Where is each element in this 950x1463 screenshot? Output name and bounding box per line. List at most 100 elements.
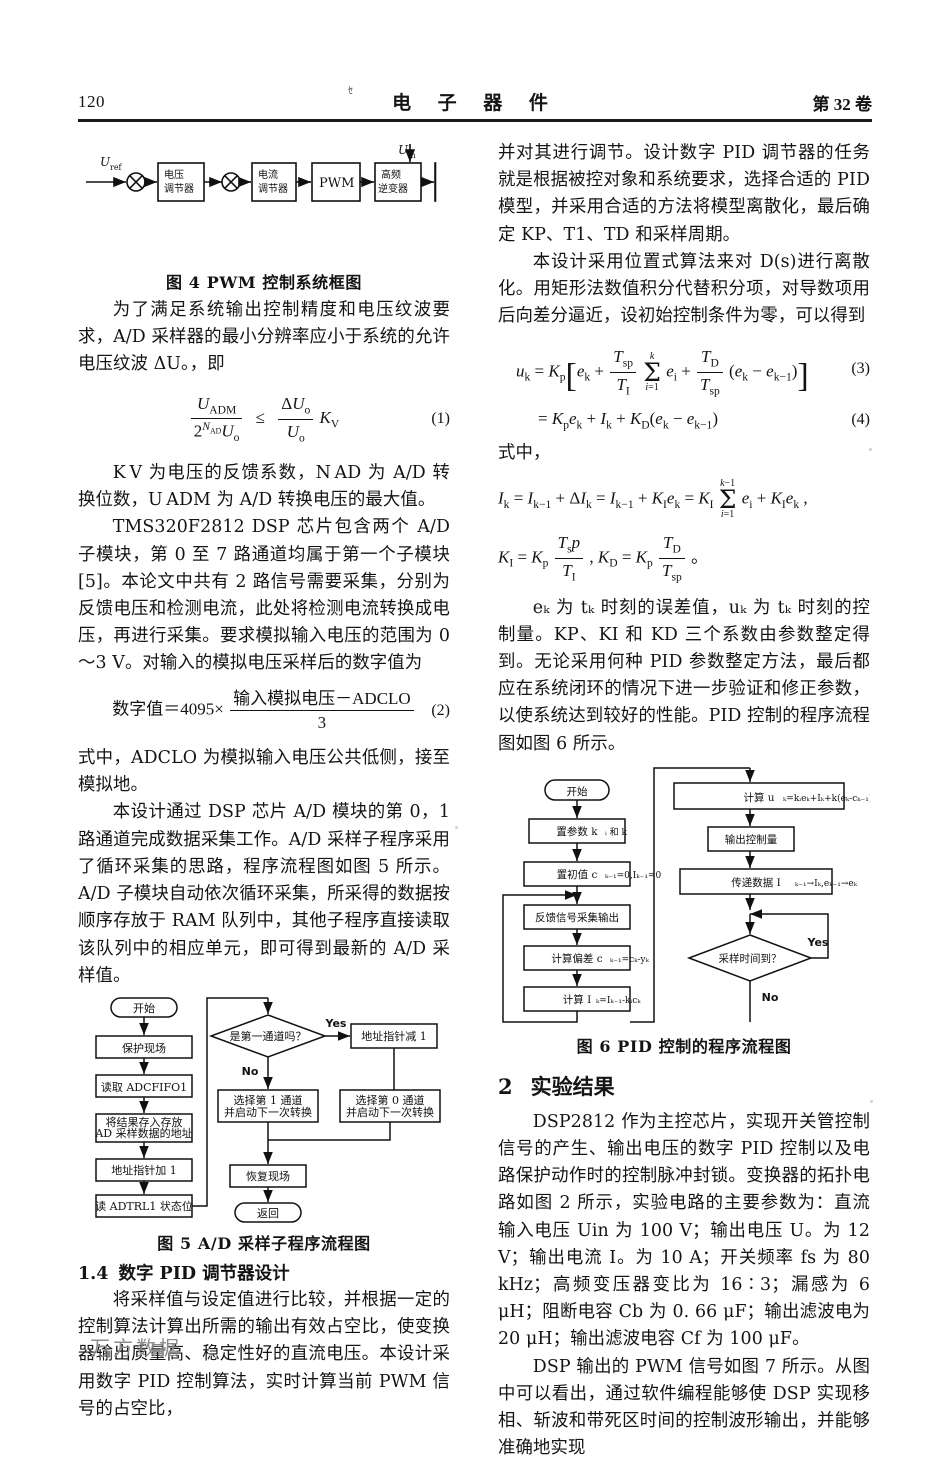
page-header: ｾ 120 电 子 器 件 第 32 卷 bbox=[78, 86, 873, 122]
svg-text:开始: 开始 bbox=[567, 785, 588, 798]
svg-text:ref: ref bbox=[110, 163, 123, 172]
svg-text:并启动下一次转换: 并启动下一次转换 bbox=[346, 1105, 434, 1119]
svg-text:U: U bbox=[398, 143, 409, 157]
figure-6-flowchart: 开始 置参数 k 置初值 c 反馈信号采集输出 计算偏差 c 计算 I 计算 u… bbox=[502, 767, 870, 1023]
equation-2-tag: (2) bbox=[431, 702, 450, 720]
journal-title: 电 子 器 件 bbox=[392, 92, 558, 114]
svg-text:输出控制量: 输出控制量 bbox=[725, 833, 778, 846]
svg-text:置参数 k: 置参数 k bbox=[556, 825, 598, 838]
equation-1: UADM 2NADUo ≤ ΔUo Uo KV (1) bbox=[78, 385, 450, 454]
header-rule bbox=[78, 119, 872, 122]
svg-text:ₖ=Iₖ₋₁-kᵢcₖ: ₖ=Iₖ₋₁-kᵢcₖ bbox=[596, 996, 641, 1006]
eq2-lhs: 数字值＝4095× bbox=[112, 699, 224, 719]
section-1-4-title: 数字 PID 调节器设计 bbox=[118, 1263, 290, 1284]
svg-text:计算 I: 计算 I bbox=[563, 993, 592, 1006]
svg-text:计算偏差 c: 计算偏差 c bbox=[551, 952, 602, 965]
paragraph-l1: 为了满足系统输出控制精度和电压纹波要求，A/D 采样器的最小分辨率应小于系统的允… bbox=[78, 300, 450, 375]
figure-6-caption: 图 6 PID 控制的程序流程图 bbox=[576, 1036, 792, 1056]
svg-text:将结果存入存放: 将结果存入存放 bbox=[106, 1115, 183, 1129]
svg-text:调节器: 调节器 bbox=[258, 183, 288, 195]
figure-5-caption: 图 5 A/D 采样子程序流程图 bbox=[157, 1233, 371, 1253]
page-number: 120 bbox=[78, 92, 105, 111]
svg-text:调节器: 调节器 bbox=[164, 183, 194, 195]
paragraph-l2: K V 为电压的反馈系数，N AD 为 A/D 转换位数，U ADM 为 A/D… bbox=[78, 462, 450, 511]
section-2-number: 2 bbox=[498, 1073, 513, 1099]
svg-text:选择第 1 通道: 选择第 1 通道 bbox=[234, 1093, 303, 1107]
svg-text:高频: 高频 bbox=[381, 168, 401, 181]
svg-text:选择第 0 通道: 选择第 0 通道 bbox=[356, 1093, 425, 1107]
equation-3-tag: (3) bbox=[851, 359, 870, 377]
equation-4-tag: (4) bbox=[851, 411, 870, 429]
svg-text:No: No bbox=[762, 991, 779, 1004]
svg-text:地址指针加 1: 地址指针加 1 bbox=[111, 1163, 177, 1177]
eq2-denominator: 3 bbox=[317, 712, 327, 732]
paragraph-r5: DSP 输出的 PWM 信号如图 7 所示。从图中可以看出，通过软件编程能够使 … bbox=[498, 1356, 870, 1459]
paragraph-r1: 并对其进行调节。设计数字 PID 调节器的任务就是根据被控对象和系统要求，选择合… bbox=[498, 143, 870, 245]
eq2-fraction: 输入模拟电压－ADCLO 3 bbox=[230, 688, 414, 734]
svg-text:电流: 电流 bbox=[258, 168, 278, 181]
equation-2: 数字值＝4095× 输入模拟电压－ADCLO 3 (2) bbox=[78, 684, 450, 740]
svg-text:in: in bbox=[408, 151, 416, 160]
section-2-title: 实验结果 bbox=[530, 1073, 615, 1099]
svg-text:Yes: Yes bbox=[325, 1017, 347, 1030]
scan-artifact: ｾ bbox=[348, 86, 353, 97]
section-2-heading: 2 实验结果 bbox=[498, 1071, 870, 1101]
paragraph-r3: eₖ 为 tₖ 时刻的误差值，uₖ 为 tₖ 时刻的控制量。KP、KI 和 KD… bbox=[498, 597, 870, 754]
eq1-lhs: UADM 2NADUo bbox=[190, 393, 243, 446]
paragraph-r2: 本设计采用位置式算法来对 D(s)进行离散化。用矩形法数值积分代替积分项，对导数… bbox=[498, 251, 870, 327]
eq1-tail: KV bbox=[319, 408, 340, 431]
svg-text:采样时间到？: 采样时间到？ bbox=[719, 952, 782, 965]
svg-text:AD 采样数据的地址: AD 采样数据的地址 bbox=[94, 1126, 192, 1140]
paragraph-l4: 式中，ADCLO 为模拟输入电压公共低侧，接至模拟地。 bbox=[78, 748, 450, 796]
scan-speckle bbox=[455, 826, 458, 829]
svg-text:并启动下一次转换: 并启动下一次转换 bbox=[224, 1105, 312, 1119]
svg-text:计算 u: 计算 u bbox=[743, 791, 774, 804]
svg-text:No: No bbox=[242, 1065, 259, 1078]
svg-text:恢复现场: 恢复现场 bbox=[246, 1169, 290, 1183]
svg-text:ₖ=kᵢeₖ+Iₖ+k(eₖ-cₖ₋₁): ₖ=kᵢeₖ+Iₖ+k(eₖ-cₖ₋₁) bbox=[783, 793, 870, 804]
scan-speckle bbox=[870, 1100, 873, 1103]
paragraph-l3: TMS320F2812 DSP 芯片包含两个 A/D 子模块，第 0 至 7 路… bbox=[78, 517, 450, 674]
svg-text:地址指针减 1: 地址指针减 1 bbox=[361, 1029, 427, 1043]
svg-text:开始: 开始 bbox=[133, 1001, 155, 1015]
svg-text:逆变器: 逆变器 bbox=[378, 182, 408, 195]
eq2-numerator: 输入模拟电压－ADCLO bbox=[230, 688, 414, 711]
svg-text:ᵢ 和 k: ᵢ 和 k bbox=[605, 827, 628, 838]
figure-4-block-diagram: U ref 电压 调节器 电流 调节器 PWM 高频 逆变器 U in bbox=[86, 143, 437, 202]
svg-text:返回: 返回 bbox=[257, 1207, 279, 1220]
scan-speckle bbox=[869, 448, 872, 451]
paragraph-l6: 将采样值与设定值进行比较，并根据一定的控制算法计算出所需的输出有效占空比，使变换… bbox=[78, 1289, 450, 1419]
svg-text:ₖ₋₁=0,Iₖ₋₁=0: ₖ₋₁=0,Iₖ₋₁=0 bbox=[605, 871, 662, 881]
equation-1-tag: (1) bbox=[431, 410, 450, 428]
svg-text:是第一通道吗？: 是第一通道吗？ bbox=[230, 1029, 307, 1043]
document-page: ｾ 120 电 子 器 件 第 32 卷 bbox=[78, 86, 873, 1458]
svg-text:Yes: Yes bbox=[807, 936, 829, 949]
figure-4-caption: 图 4 PWM 控制系统框图 bbox=[166, 273, 362, 292]
section-1-4-number: 1.4 bbox=[78, 1263, 109, 1284]
figure-5-flowchart: 开始 保护现场 读取 ADCFIFO1 将结果存入存放 AD 采样数据的地址 地… bbox=[94, 997, 441, 1223]
wanfang-watermark: 万方数据 bbox=[90, 1336, 182, 1360]
svg-text:电压: 电压 bbox=[164, 168, 184, 181]
svg-text:读取 ADCFIFO1: 读取 ADCFIFO1 bbox=[101, 1080, 187, 1094]
equation-4: = Kpek + Ik + KD(ek − ek−1) (4) bbox=[538, 409, 870, 432]
svg-text:置初值 c: 置初值 c bbox=[557, 868, 598, 881]
svg-text:ₖ₋₁=cₖ-yₖ: ₖ₋₁=cₖ-yₖ bbox=[610, 955, 650, 965]
svg-text:反馈信号采集输出: 反馈信号采集输出 bbox=[535, 911, 619, 924]
section-1-4-heading: 1.4 数字 PID 调节器设计 bbox=[78, 1260, 450, 1285]
where-label: 式中， bbox=[498, 442, 551, 463]
right-column: 并对其进行调节。设计数字 PID 调节器的任务就是根据被控对象和系统要求，选择合… bbox=[498, 140, 870, 1463]
eq1-relation: ≤ bbox=[255, 408, 266, 428]
left-column: U ref 电压 调节器 电流 调节器 PWM 高频 逆变器 U in 图 4 … bbox=[78, 140, 450, 1423]
paragraph-l5: 本设计通过 DSP 芯片 A/D 模块的第 0，1 路通道完成数据采集工作。A/… bbox=[78, 802, 450, 986]
volume-label: 第 32 卷 bbox=[812, 95, 873, 114]
svg-text:PWM: PWM bbox=[319, 176, 354, 191]
eq1-rhs: ΔUo Uo bbox=[278, 393, 314, 446]
svg-text:传递数据 I: 传递数据 I bbox=[731, 876, 781, 889]
svg-text:保护现场: 保护现场 bbox=[122, 1041, 166, 1055]
svg-text:ₖ₋₁→Iₖ,eₖ₋₁→eₖ: ₖ₋₁→Iₖ,eₖ₋₁→eₖ bbox=[795, 879, 858, 889]
svg-text:U: U bbox=[100, 155, 111, 169]
paragraph-r4: DSP2812 作为主控芯片，实现开关管控制信号的产生、输出电压的数字 PID … bbox=[498, 1111, 870, 1350]
